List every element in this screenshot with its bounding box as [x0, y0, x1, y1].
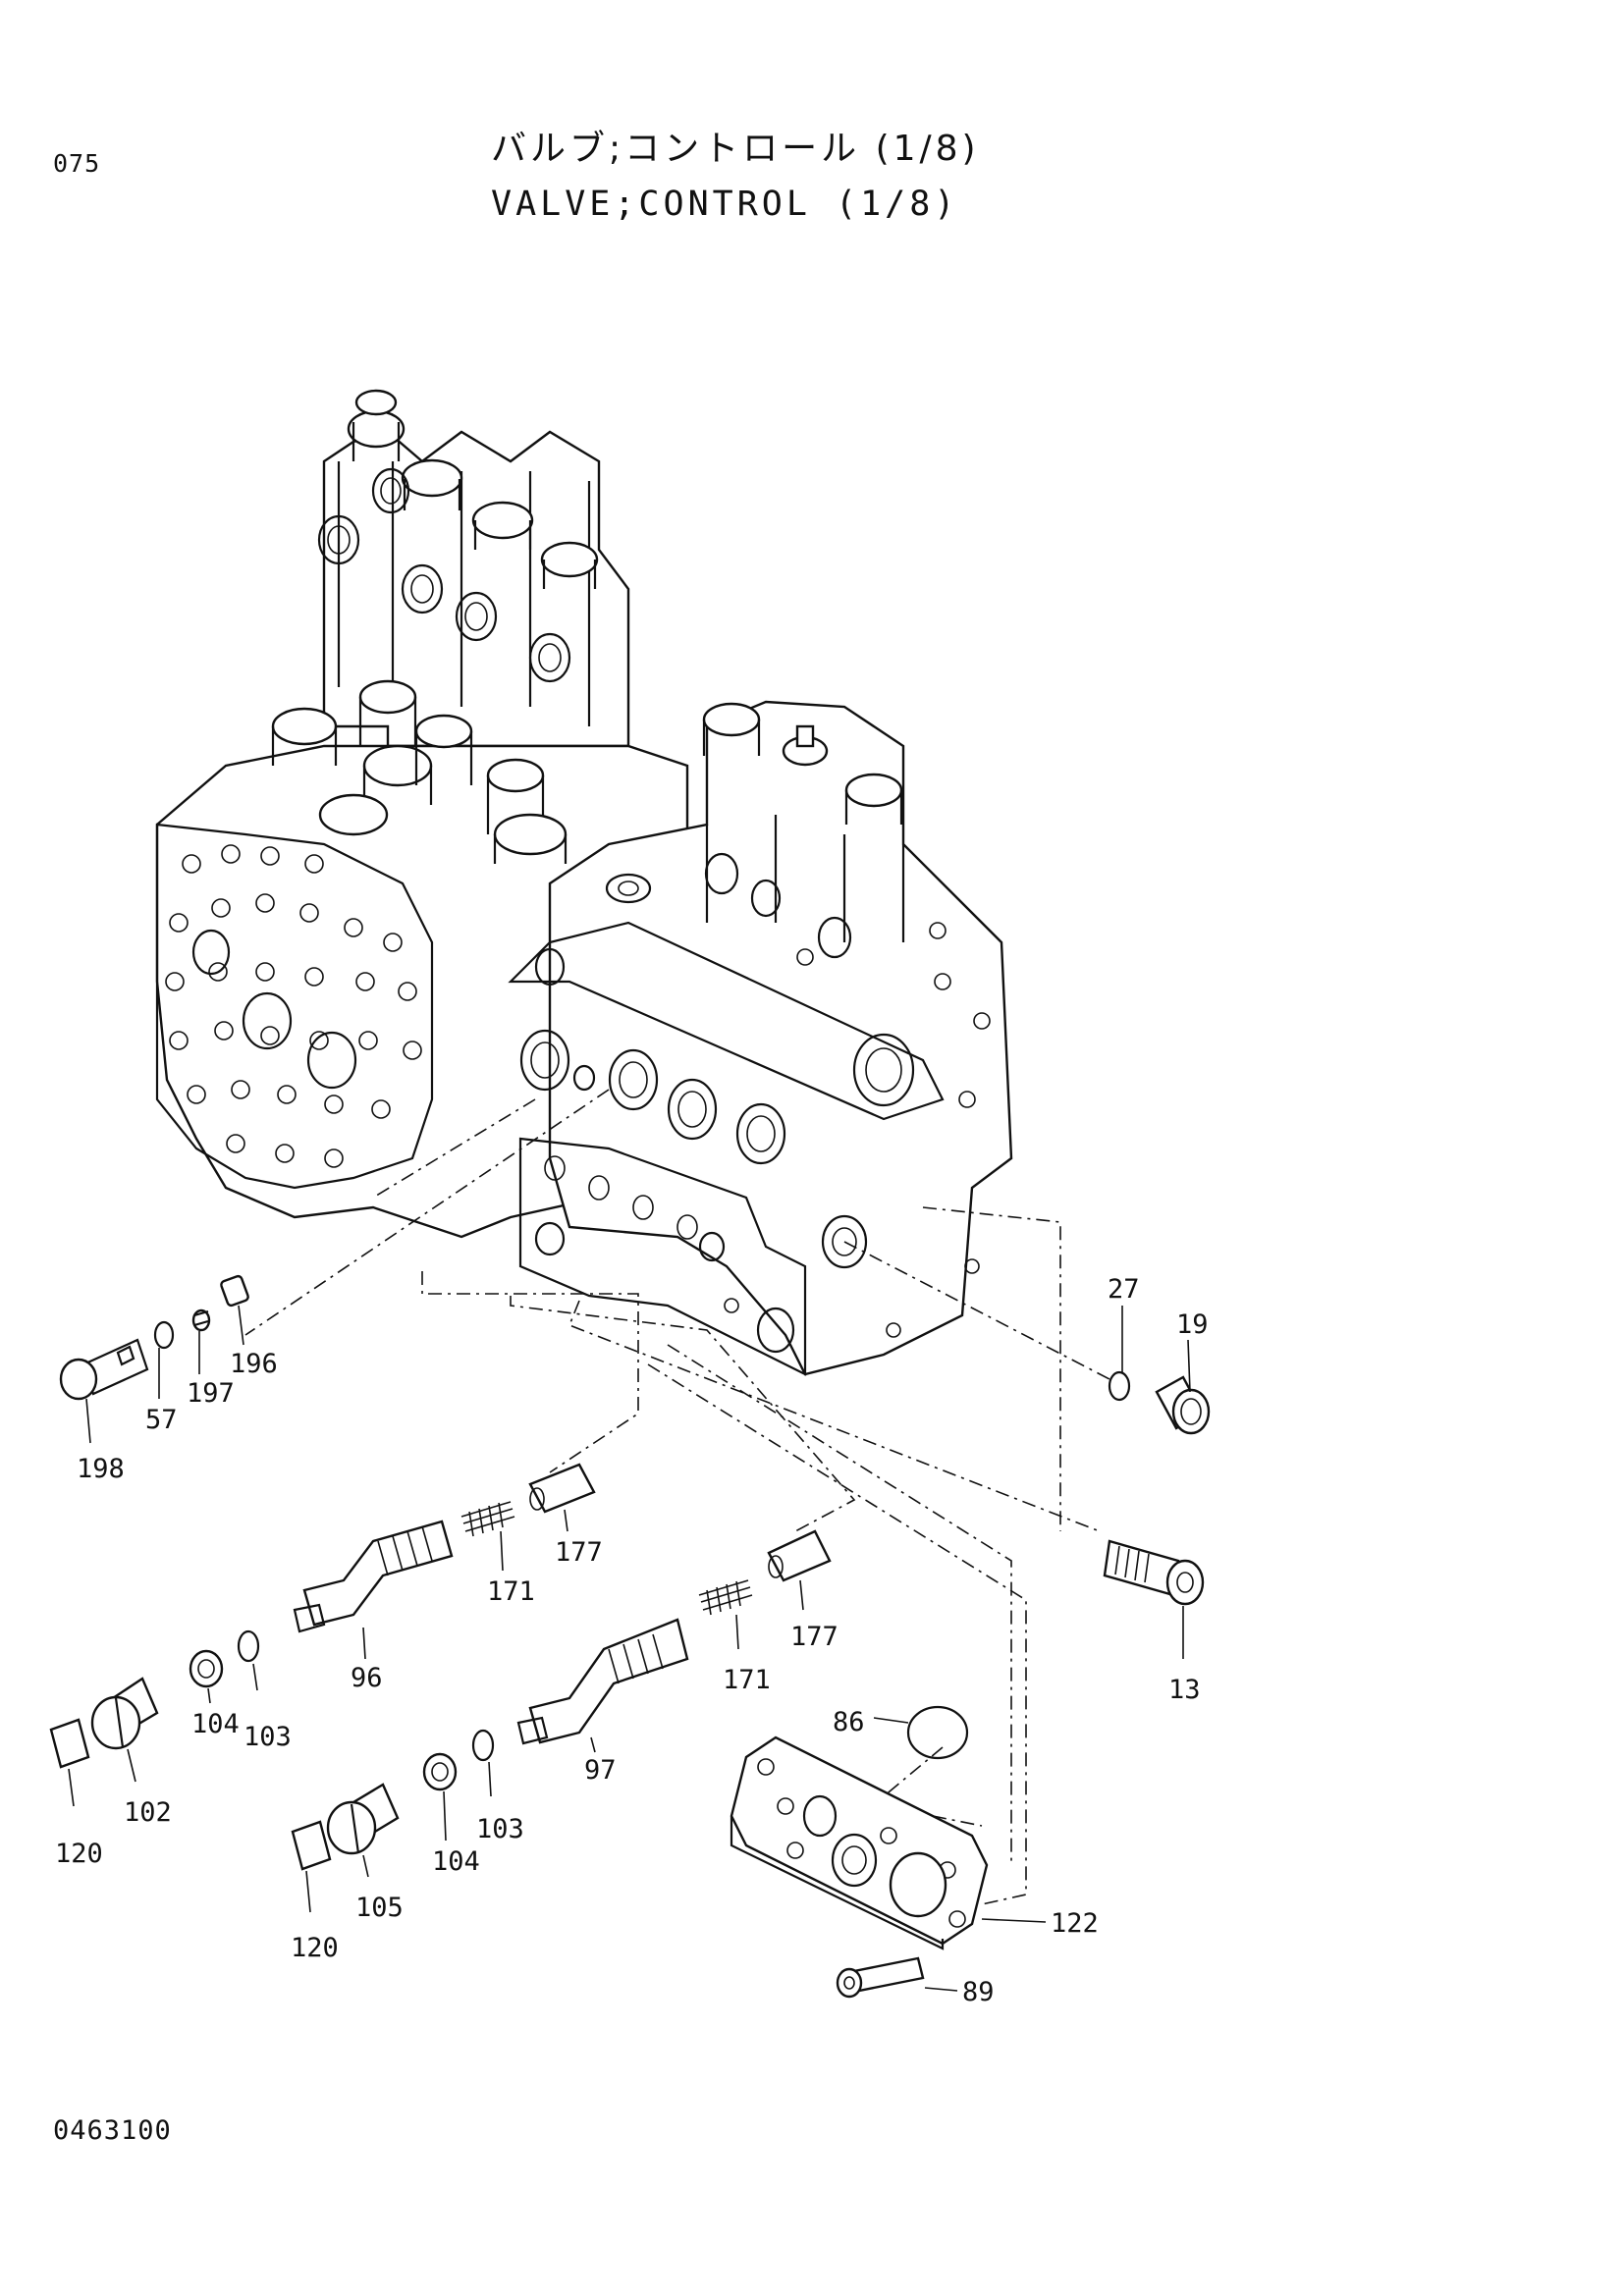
- callout-19: 19: [1176, 1309, 1209, 1340]
- callout-104-lower: 104: [432, 1846, 480, 1877]
- plug-assembly-right: [1108, 1370, 1211, 1435]
- drawing-number: 0463100: [53, 2115, 172, 2146]
- plug-assembly-left: [59, 1274, 249, 1401]
- callout-197: 197: [187, 1378, 235, 1409]
- callout-198: 198: [77, 1454, 125, 1484]
- callout-105: 105: [355, 1893, 404, 1923]
- callout-171-lower: 171: [723, 1665, 771, 1695]
- callout-177-lower: 177: [790, 1622, 839, 1652]
- callout-104-upper: 104: [191, 1709, 240, 1739]
- callout-177-upper: 177: [555, 1537, 603, 1568]
- bolt-13: [1103, 1539, 1205, 1606]
- callout-89: 89: [962, 1977, 995, 2007]
- callout-57: 57: [145, 1405, 178, 1435]
- callout-196: 196: [230, 1349, 278, 1379]
- callout-labels: 198 57 197 196 27 19 177 171 96 103 104 …: [55, 1274, 1209, 2007]
- callout-86: 86: [833, 1707, 865, 1737]
- page-number: 075: [53, 149, 101, 178]
- callout-96: 96: [351, 1663, 383, 1693]
- callout-103-lower: 103: [476, 1814, 524, 1844]
- title-english: VALVE;CONTROL (1/8): [491, 185, 959, 224]
- spool-assembly-lower: [291, 1529, 832, 1871]
- callout-120-upper: 120: [55, 1839, 103, 1869]
- callout-120-lower: 120: [291, 1933, 339, 1963]
- callout-27: 27: [1108, 1274, 1140, 1305]
- leader-lines: [68, 1305, 1191, 1992]
- callout-103-upper: 103: [243, 1722, 292, 1752]
- callout-97: 97: [584, 1755, 617, 1786]
- callout-102: 102: [124, 1797, 172, 1828]
- control-valve-assembly: [155, 389, 1013, 1376]
- callout-13: 13: [1168, 1675, 1201, 1705]
- callout-122: 122: [1051, 1908, 1099, 1939]
- title-japanese: バルブ;コントロール (1/8): [491, 129, 980, 169]
- spool-assembly-upper: [49, 1463, 596, 1769]
- callout-171-upper: 171: [487, 1576, 535, 1607]
- cover-plate-assembly: [730, 1705, 989, 1999]
